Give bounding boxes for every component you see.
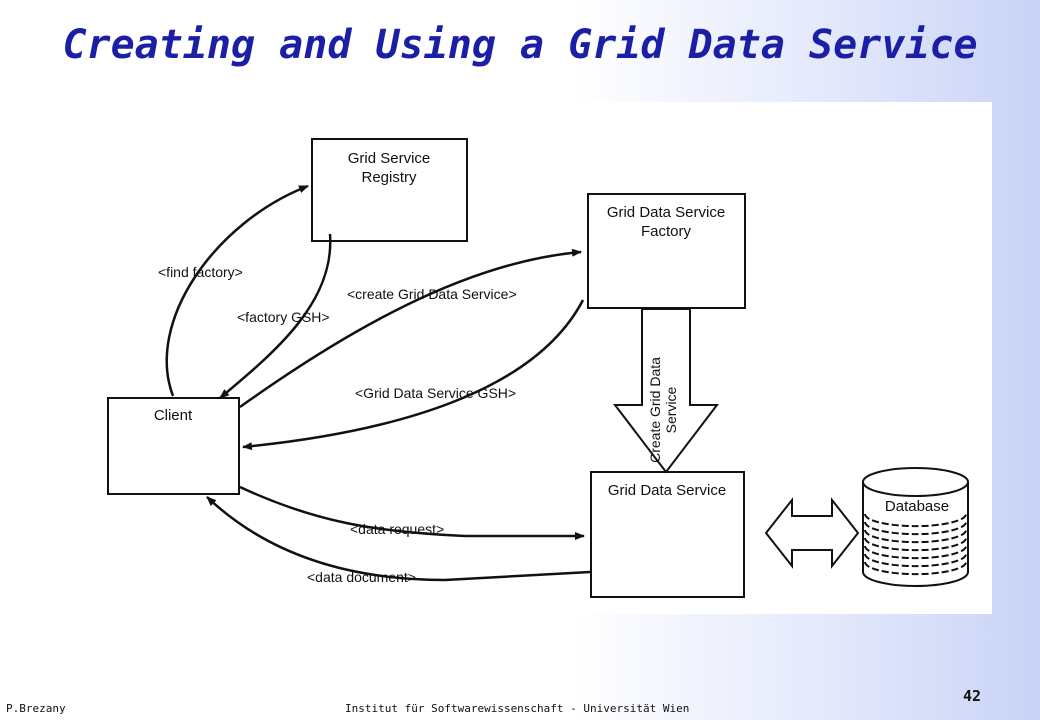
create-gds-label: <create Grid Data Service> <box>347 286 517 302</box>
database-label: Database <box>885 498 949 515</box>
gds-label: Grid Data Service <box>608 482 726 499</box>
client-label: Client <box>154 407 193 424</box>
gds-gsh-arrow <box>242 299 585 451</box>
data-document-label: <data document> <box>307 569 416 585</box>
footer-institute: Institut für Softwarewissenschaft - Univ… <box>345 702 690 715</box>
grid-data-service-factory-box <box>587 193 746 309</box>
registry-label-line2: Registry <box>361 169 417 186</box>
create-gds-arrow-label-line1: Create Grid Data <box>647 357 663 463</box>
database-cylinder: Database <box>862 467 969 587</box>
registry-label-line1: Grid Service <box>348 150 431 167</box>
data-request-label: <data request> <box>350 521 444 537</box>
factory-gsh-label: <factory GSH> <box>237 309 330 325</box>
gds-gsh-label: <Grid Data Service GSH> <box>355 385 516 401</box>
data-document-arrow <box>206 496 591 582</box>
architecture-diagram: Grid Service Registry Grid Data Service … <box>107 138 969 598</box>
client-box <box>107 397 240 495</box>
data-request-arrow <box>239 485 585 540</box>
create-gds-arrow-label-line2: Service <box>663 386 679 433</box>
factory-label-line2: Factory <box>641 223 692 240</box>
create-gds-arrow <box>239 248 582 409</box>
create-gds-down-arrow <box>612 308 720 474</box>
page-number: 42 <box>963 687 982 705</box>
diagram-panel: Grid Service Registry Grid Data Service … <box>45 102 992 614</box>
factory-gsh-arrow <box>219 233 332 399</box>
slide-title: Creating and Using a Grid Data Service <box>62 22 978 68</box>
factory-label-line1: Grid Data Service <box>607 204 725 221</box>
find-factory-arrow <box>165 184 309 397</box>
grid-service-registry-box <box>311 138 468 242</box>
footer-author: P.Brezany <box>6 702 66 715</box>
grid-data-service-box <box>590 471 745 598</box>
gds-database-double-arrow <box>764 497 860 569</box>
find-factory-label: <find factory> <box>158 264 243 280</box>
